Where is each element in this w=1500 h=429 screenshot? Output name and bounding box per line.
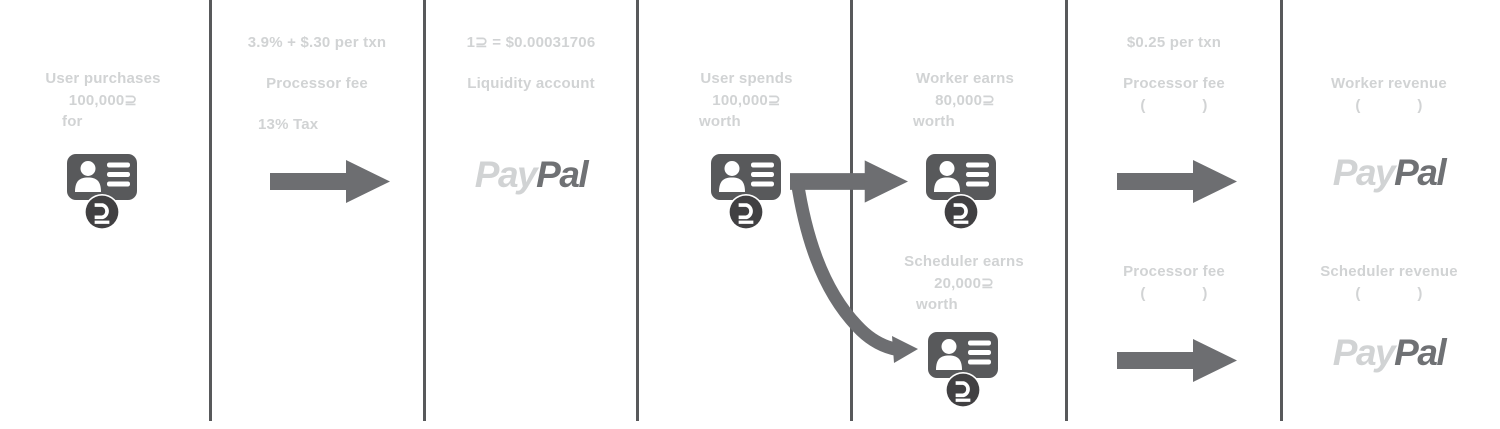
column-divider-4: [850, 0, 853, 421]
scheduler-account-icon: [928, 332, 998, 410]
flow-arrow-scheduler-payout: [1117, 339, 1237, 382]
user-spend-line3: worth: [699, 113, 741, 130]
paypal-pal-text: Pal: [1394, 152, 1447, 193]
scheduler-earn-line3: worth: [916, 296, 958, 313]
flow-arrow-worker-payout: [1117, 160, 1237, 203]
scheduler-revenue-amount: ( ): [1355, 285, 1423, 302]
id-card-icon: [67, 154, 137, 200]
buy-fee-rate: 3.9% + $.30 per txn: [247, 34, 387, 51]
worker-revenue-label: Worker revenue: [1331, 75, 1447, 92]
coin-icon: [945, 372, 981, 408]
user-account-icon: [67, 154, 137, 232]
flow-arrow-buy: [270, 160, 390, 203]
spender-account-icon: [711, 154, 781, 232]
worker-fee-label: Processor fee: [1123, 75, 1225, 92]
column-divider-6: [1280, 0, 1283, 421]
worker-account-icon: [926, 154, 996, 232]
user-purchase-amount: 100,000⊇: [68, 91, 138, 109]
scheduler-revenue-label: Scheduler revenue: [1320, 263, 1458, 280]
coin-icon: [728, 194, 764, 230]
scheduler-fee-label: Processor fee: [1123, 263, 1225, 280]
scheduler-earn-amount: 20,000⊇: [934, 274, 994, 292]
worker-earn-label: Worker earns 80,000⊇ worth: [912, 68, 1018, 133]
coin-icon: [943, 194, 979, 230]
buy-fee-label: Processor fee: [266, 75, 368, 92]
column-divider-1: [209, 0, 212, 421]
user-purchase-label: User purchases 100,000⊇ for: [40, 68, 166, 133]
buy-tax-label: 13% Tax: [258, 116, 319, 133]
user-purchase-line3: for: [62, 113, 83, 130]
payout-fee-rate: $0.25 per txn: [1126, 34, 1222, 51]
liquidity-label: Liquidity account: [467, 75, 595, 92]
paypal-pay-text: Pay: [474, 154, 538, 195]
worker-fee-amount: ( ): [1140, 97, 1208, 114]
worker-earn-line1: Worker earns: [915, 70, 1014, 87]
paypal-logo-liquidity: PayPal: [426, 155, 636, 195]
coin-icon: [84, 194, 120, 230]
paypal-pal-text: Pal: [1394, 332, 1447, 373]
paypal-logo-worker: PayPal: [1283, 153, 1495, 193]
flow-arrow-to-scheduler: [790, 179, 918, 363]
scheduler-fee-amount: ( ): [1140, 285, 1208, 302]
exchange-rate: 1⊇ = $0.00031706: [466, 34, 596, 51]
paypal-pay-text: Pay: [1332, 152, 1396, 193]
user-purchase-line1: User purchases: [45, 70, 161, 87]
scheduler-earn-label: Scheduler earns 20,000⊇ worth: [901, 251, 1027, 316]
paypal-pal-text: Pal: [536, 154, 589, 195]
user-spend-amount: 100,000⊇: [712, 91, 781, 109]
scheduler-earn-line1: Scheduler earns: [904, 253, 1024, 270]
user-spend-label: User spends 100,000⊇ worth: [697, 68, 796, 133]
column-divider-5: [1065, 0, 1068, 421]
column-divider-3: [636, 0, 639, 421]
paypal-pay-text: Pay: [1332, 332, 1396, 373]
flow-arrow-to-worker: [790, 160, 908, 203]
id-card-icon: [926, 154, 996, 200]
id-card-icon: [928, 332, 998, 378]
user-spend-line1: User spends: [700, 70, 793, 87]
id-card-icon: [711, 154, 781, 200]
column-divider-2: [423, 0, 426, 421]
worker-earn-amount: 80,000⊇: [935, 91, 995, 109]
paypal-logo-scheduler: PayPal: [1283, 333, 1495, 373]
worker-revenue-amount: ( ): [1355, 97, 1423, 114]
worker-earn-line3: worth: [913, 113, 955, 130]
